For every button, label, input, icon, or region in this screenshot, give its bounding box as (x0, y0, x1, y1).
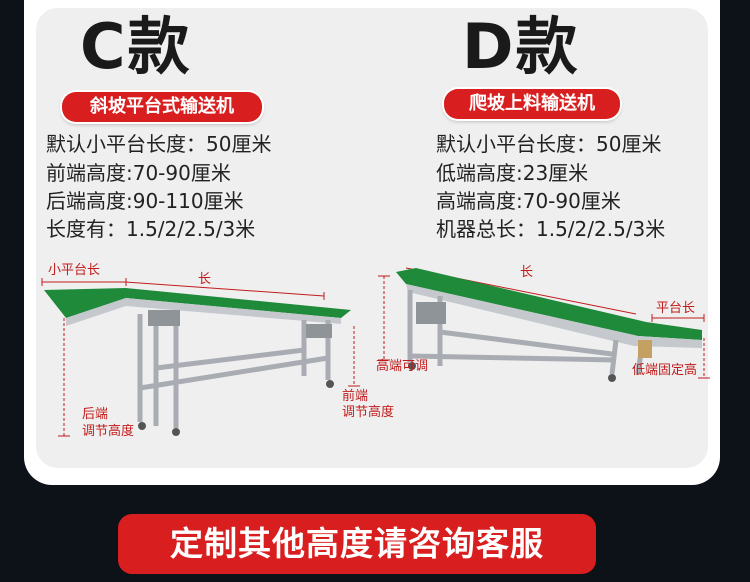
product-card-inner (36, 8, 708, 468)
c-spec-2: 前端高度:70-90厘米 (46, 161, 231, 185)
c-front-adjust-label: 调节高度 (342, 405, 395, 420)
c-spec-4: 长度有：1.5/2/2.5/3米 (46, 217, 256, 241)
c-platform-length-label: 小平台长 (48, 263, 101, 278)
d-spec-4: 机器总长：1.5/2/2.5/3米 (436, 217, 666, 241)
d-model-tag: 爬坡上料输送机 (444, 89, 620, 119)
c-model-tag: 斜坡平台式输送机 (62, 92, 262, 122)
d-low-fixed-label: 低端固定高 (632, 363, 698, 378)
c-model-title: C款 (80, 10, 192, 83)
d-platform-length-label: 平台长 (656, 301, 696, 316)
d-spec-2: 低端高度:23厘米 (436, 161, 589, 185)
d-spec-3: 高端高度:70-90厘米 (436, 189, 621, 213)
c-rear-label: 后端 (82, 407, 109, 422)
c-spec-1: 默认小平台长度：50厘米 (46, 132, 272, 156)
d-conveyor-illustration (378, 267, 710, 382)
c-length-label: 长 (198, 272, 212, 287)
d-model-title: D款 (462, 10, 580, 83)
d-spec-1: 默认小平台长度：50厘米 (436, 132, 662, 156)
c-front-label: 前端 (342, 389, 369, 404)
customize-height-button[interactable]: 定制其他高度请咨询客服 (118, 514, 596, 574)
d-length-label: 长 (520, 265, 534, 280)
c-spec-3: 后端高度:90-110厘米 (46, 189, 244, 213)
c-rear-adjust-label: 调节高度 (82, 424, 135, 439)
d-high-adjust-label: 高端可调 (376, 359, 429, 374)
c-conveyor-illustration (41, 278, 360, 437)
